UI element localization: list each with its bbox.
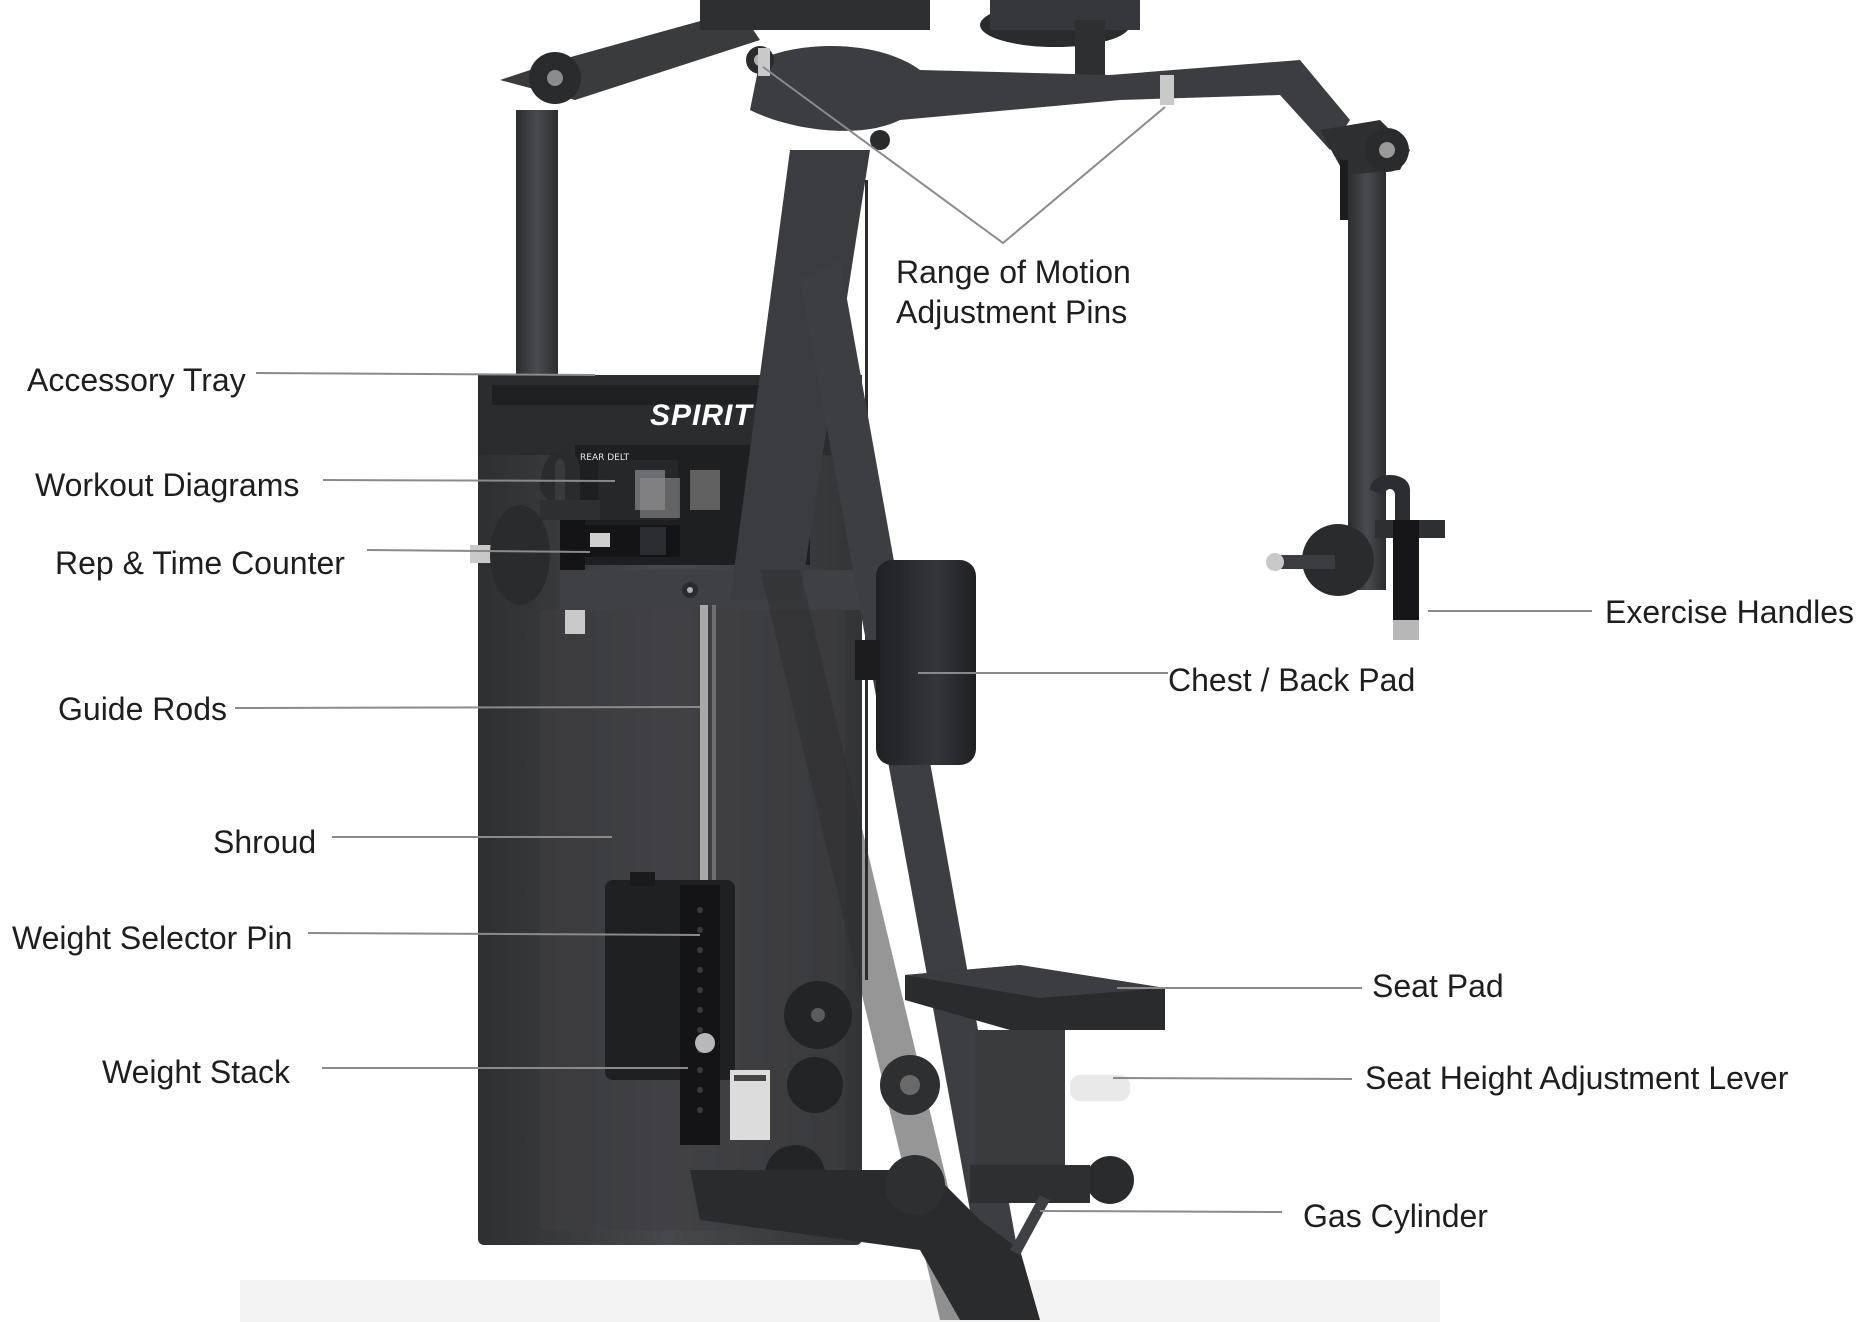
- rom-pin-right: [1160, 75, 1174, 105]
- rep-time-counter-display: [580, 525, 680, 557]
- label-gas-cylinder: Gas Cylinder: [1303, 1198, 1488, 1234]
- weight-stack: [605, 872, 770, 1145]
- label-shroud: Shroud: [213, 824, 317, 860]
- label-seat-height-lever: Seat Height Adjustment Lever: [1365, 1060, 1789, 1096]
- chest-back-pad: [855, 560, 976, 765]
- seat-lever: [1070, 1075, 1130, 1101]
- right-exercise-arm: [1266, 120, 1410, 596]
- label-accessory-tray: Accessory Tray: [27, 362, 246, 398]
- placard-title: REAR DELT: [580, 453, 630, 463]
- guide-rods: [700, 605, 716, 895]
- label-seat-pad: Seat Pad: [1372, 968, 1504, 1004]
- label-exercise-handles: Exercise Handles: [1605, 594, 1854, 630]
- base-frame: [690, 1170, 1040, 1320]
- leader-selector-pin: [307, 932, 701, 936]
- leader-seat-lever: [1112, 1077, 1353, 1080]
- left-upright: [500, 10, 760, 530]
- leader-accessory-tray: [255, 372, 596, 376]
- floor-shadow: [240, 1280, 1440, 1322]
- exercise-handle: [1370, 475, 1445, 640]
- leader-gas-cylinder: [1039, 1210, 1283, 1213]
- leader-guide-rods: [234, 706, 701, 709]
- label-range-of-motion-pins: Range of Motion Adjustment Pins: [896, 254, 1131, 330]
- label-workout-diagrams: Workout Diagrams: [35, 467, 300, 503]
- seat-assembly: [880, 965, 1165, 1255]
- label-weight-stack: Weight Stack: [102, 1054, 290, 1090]
- leader-rom-pins: [762, 66, 1166, 245]
- center-a-frame: [730, 150, 1030, 1320]
- spirit-logo: SPIRIT: [650, 399, 754, 432]
- top-pivot-assembly: [700, 0, 1350, 150]
- label-chest-back-pad: Chest / Back Pad: [1168, 662, 1416, 698]
- leader-rep-counter: [366, 549, 591, 553]
- brand-text: SPIRIT: [650, 399, 754, 432]
- gas-cylinder-shape: [1010, 1195, 1050, 1255]
- leader-workout-diagrams: [322, 479, 616, 482]
- carriage-bar: [560, 570, 860, 634]
- label-weight-selector-pin: Weight Selector Pin: [12, 920, 293, 956]
- selector-pin-knob: [695, 1033, 715, 1053]
- leader-lines: [234, 66, 1592, 1213]
- left-handle-assembly: [470, 449, 600, 610]
- label-rep-time-counter: Rep & Time Counter: [55, 545, 345, 581]
- label-guide-rods: Guide Rods: [58, 691, 227, 727]
